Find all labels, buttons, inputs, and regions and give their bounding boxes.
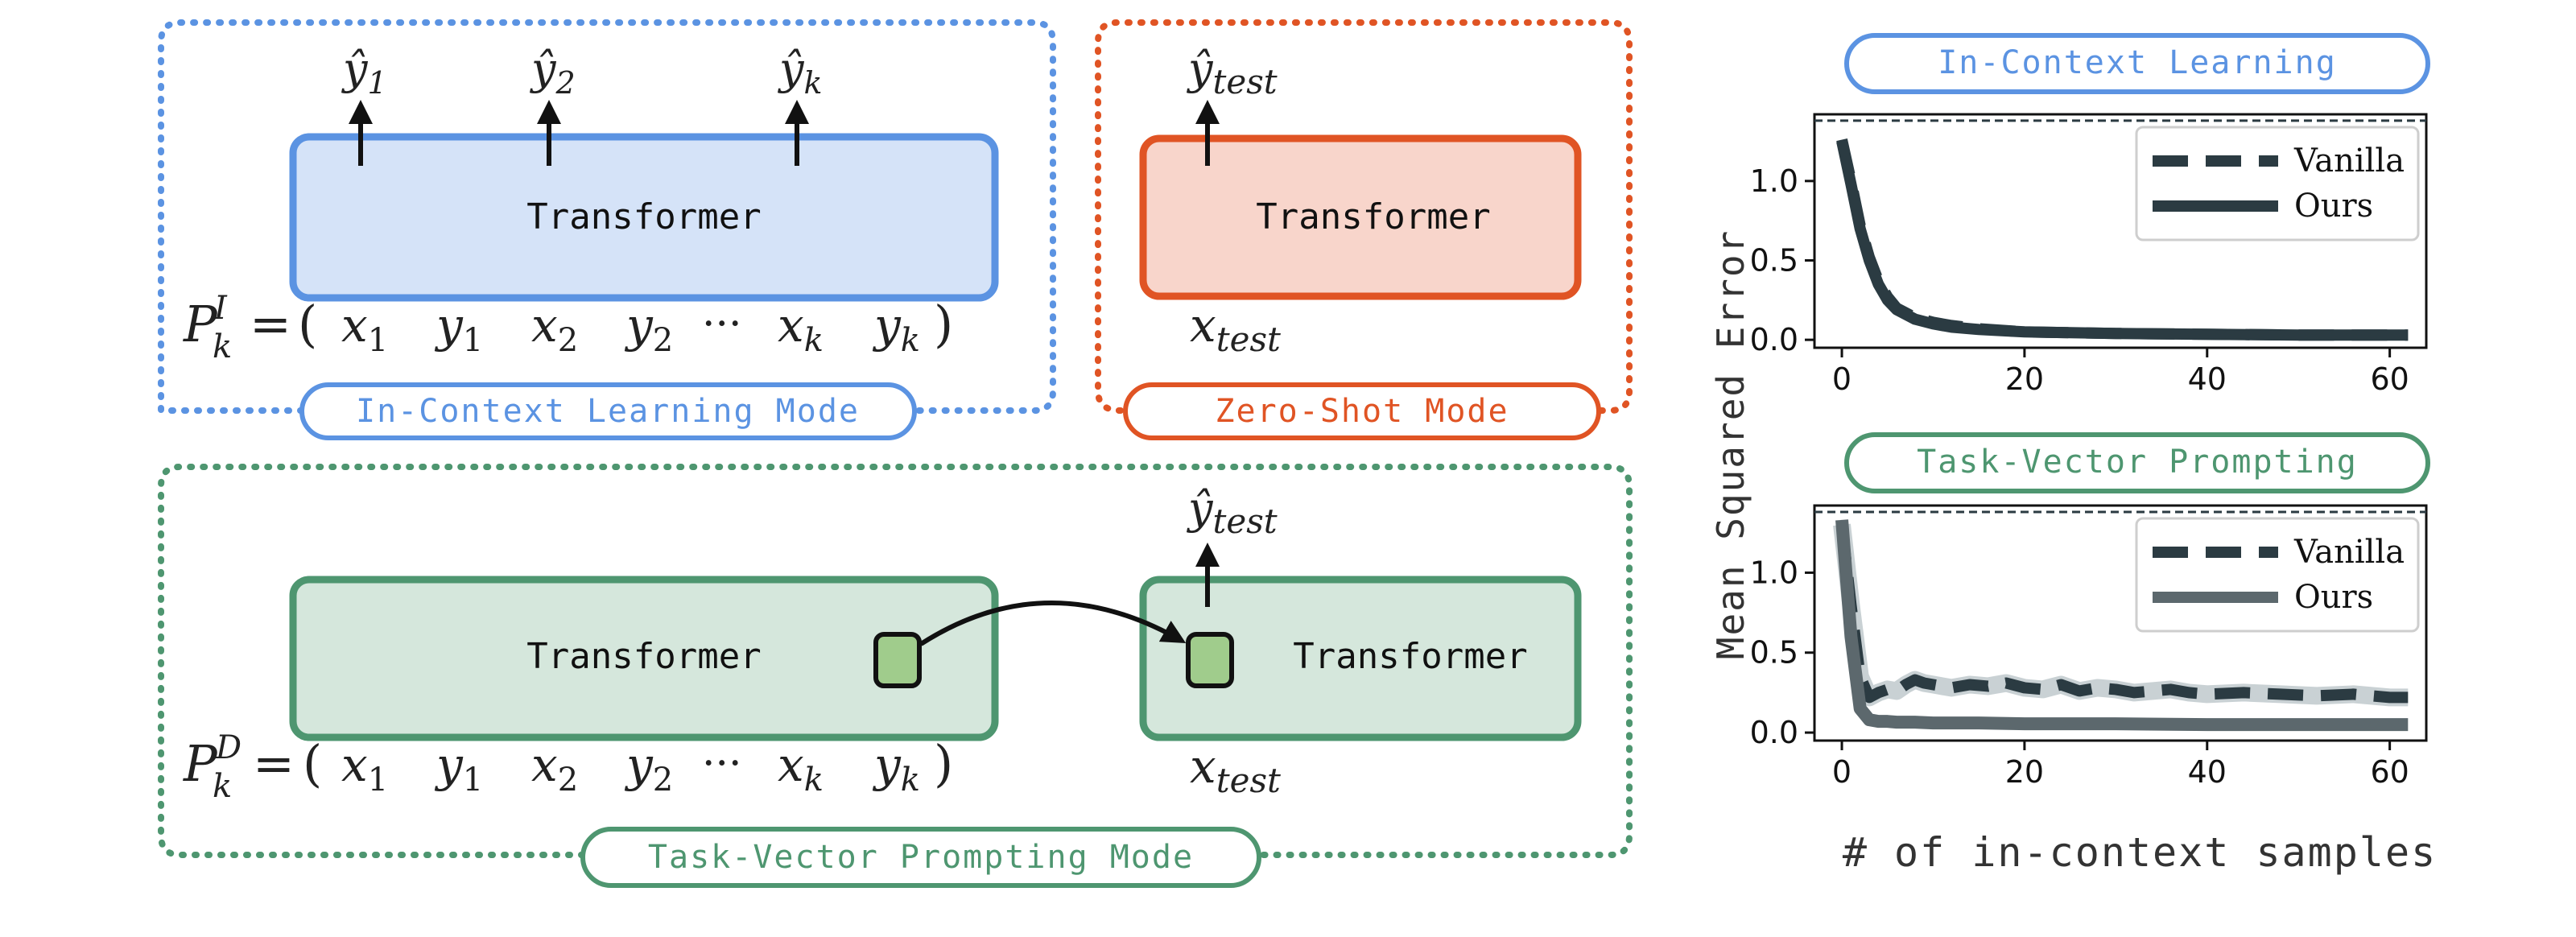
chart-icl: In-Context Learning 0 20 40 60 0.0 0.5 1.0 Vanil… bbox=[1750, 33, 2430, 397]
chart-tv-series-vanilla bbox=[1836, 524, 2409, 704]
zs-input-x-test: xtest bbox=[1190, 298, 1281, 359]
chart-icl-ytick-label: 1.0 bbox=[1750, 163, 1798, 199]
chart-tv-legend-label-vanilla: Vanilla bbox=[2293, 534, 2405, 571]
chart-icl-legend-label-ours: Ours bbox=[2294, 188, 2373, 225]
charts-xlabel: # of in-context samples bbox=[1843, 829, 2437, 876]
icl-transformer-label: Transformer bbox=[526, 196, 761, 237]
icl-prompt-sequence: P I k = ( x1 y1 x2 y2 ··· xk yk ) bbox=[183, 290, 953, 365]
zs-mode-label: Zero-Shot Mode bbox=[1215, 393, 1509, 430]
tv-transformer-label-right: Transformer bbox=[1293, 636, 1527, 677]
charts-ylabel: Mean Squared Error bbox=[1709, 229, 1752, 660]
zs-panel-border bbox=[1095, 19, 1633, 414]
chart-icl-xtick-label: 60 bbox=[2370, 361, 2409, 397]
tv-token-y1: y1 bbox=[434, 737, 483, 799]
icl-prompt-close: ) bbox=[934, 295, 953, 353]
tv-prompt-open: ( bbox=[303, 734, 322, 793]
chart-icl-xtick-label: 0 bbox=[1832, 361, 1852, 397]
chart-tv-xtick-label: 60 bbox=[2370, 754, 2409, 790]
zs-transformer-box bbox=[1139, 134, 1582, 300]
icl-token-yk: yk bbox=[872, 298, 920, 359]
tv-panel: Transformer Transformer ŷtest xtest P D … bbox=[158, 464, 1633, 888]
chart-tv-legend-label-ours: Ours bbox=[2294, 579, 2373, 616]
chart-tv: Task-Vector Prompting 0 20 40 60 0.0 0.5 1.0 Van… bbox=[1750, 432, 2430, 790]
icl-token-xk: xk bbox=[778, 298, 824, 359]
chart-icl-title: In-Context Learning bbox=[1938, 44, 2337, 81]
icl-token-x1: x1 bbox=[341, 298, 388, 359]
tv-prompt-equals: = bbox=[253, 734, 295, 793]
tv-panel-border bbox=[158, 464, 1633, 858]
tv-mode-pill bbox=[580, 827, 1261, 888]
tv-input-x-test: xtest bbox=[1190, 739, 1281, 800]
tv-prompt-sequence: P D k = ( x1 y1 x2 y2 ··· xk yk ) bbox=[183, 729, 953, 805]
icl-token-y1: y1 bbox=[434, 298, 483, 359]
chart-icl-xtick-label: 40 bbox=[2188, 361, 2227, 397]
chart-tv-title: Task-Vector Prompting bbox=[1917, 444, 2358, 481]
charts-area: Mean Squared Error # of in-context sampl… bbox=[1709, 33, 2437, 876]
tv-prompt-sub: k bbox=[213, 768, 232, 805]
tv-transformer-box-right bbox=[1139, 576, 1582, 741]
tv-token-y2: y2 bbox=[624, 737, 673, 799]
tv-token-xk: xk bbox=[778, 737, 824, 799]
chart-tv-xtick-label: 0 bbox=[1832, 754, 1852, 790]
zs-panel: Transformer ŷtest xtest Zero-Shot Mode bbox=[1095, 19, 1633, 440]
chart-icl-title-pill bbox=[1844, 33, 2430, 94]
tv-task-vector-source bbox=[873, 632, 922, 688]
tv-token-yk: yk bbox=[872, 737, 920, 799]
chart-icl-series-ours bbox=[1836, 140, 2409, 341]
chart-tv-title-pill bbox=[1844, 432, 2430, 493]
icl-prompt-symbol: P bbox=[183, 295, 218, 353]
tv-patch-arrow bbox=[919, 601, 1187, 646]
icl-prompt-sub: k bbox=[213, 328, 232, 365]
zs-output-y-test: ŷtest bbox=[1187, 43, 1278, 101]
chart-icl-legend-label-vanilla: Vanilla bbox=[2293, 142, 2405, 180]
chart-tv-ytick-label: 1.0 bbox=[1750, 555, 1798, 590]
zs-mode-pill bbox=[1123, 382, 1601, 440]
tv-token-x1: x1 bbox=[341, 737, 388, 799]
tv-token-x2: x2 bbox=[531, 737, 578, 799]
chart-tv-ytick-label: 0.0 bbox=[1750, 715, 1798, 750]
tv-prompt-close: ) bbox=[934, 734, 953, 793]
icl-prompt-sup: I bbox=[213, 290, 228, 327]
chart-tv-series-ours bbox=[1835, 519, 2409, 732]
chart-tv-xtick-label: 40 bbox=[2188, 754, 2227, 790]
icl-prompt-ellipsis: ··· bbox=[702, 300, 742, 349]
tv-transformer-box-left bbox=[289, 576, 999, 741]
tv-prompt-sup: D bbox=[215, 729, 242, 766]
chart-icl-axes-frame bbox=[1813, 113, 2428, 349]
icl-panel-border bbox=[158, 19, 1056, 414]
icl-token-y2: y2 bbox=[624, 298, 673, 359]
icl-output-y2: ŷ2 bbox=[530, 43, 576, 101]
icl-prompt-open: ( bbox=[298, 295, 317, 353]
icl-output-yk: ŷk bbox=[778, 43, 823, 101]
chart-icl-ytick-label: 0.0 bbox=[1750, 322, 1798, 357]
tv-prompt-ellipsis: ··· bbox=[702, 740, 742, 788]
chart-icl-ytick-label: 0.5 bbox=[1750, 242, 1798, 278]
chart-tv-ytick-label: 0.5 bbox=[1750, 635, 1798, 671]
icl-token-x2: x2 bbox=[531, 298, 578, 359]
chart-tv-axes-frame bbox=[1813, 504, 2428, 742]
icl-transformer-box bbox=[289, 133, 999, 302]
tv-transformer-label-left: Transformer bbox=[526, 636, 761, 677]
chart-icl-xtick-label: 20 bbox=[2005, 361, 2044, 397]
icl-prompt-equals: = bbox=[250, 295, 291, 353]
icl-output-y1: ŷ1 bbox=[341, 43, 387, 101]
icl-mode-pill bbox=[299, 382, 917, 440]
zs-transformer-label: Transformer bbox=[1256, 196, 1490, 237]
icl-mode-label: In-Context Learning Mode bbox=[356, 393, 860, 430]
tv-mode-label: Task-Vector Prompting Mode bbox=[648, 839, 1194, 876]
tv-task-vector-target bbox=[1186, 632, 1234, 688]
icl-panel: Transformer ŷ1 ŷ2 ŷk P I k = ( x1 y1 x2 … bbox=[158, 19, 1056, 440]
tv-prompt-symbol: P bbox=[183, 734, 218, 793]
tv-output-y-test: ŷtest bbox=[1187, 483, 1278, 541]
chart-tv-xtick-label: 20 bbox=[2005, 754, 2044, 790]
